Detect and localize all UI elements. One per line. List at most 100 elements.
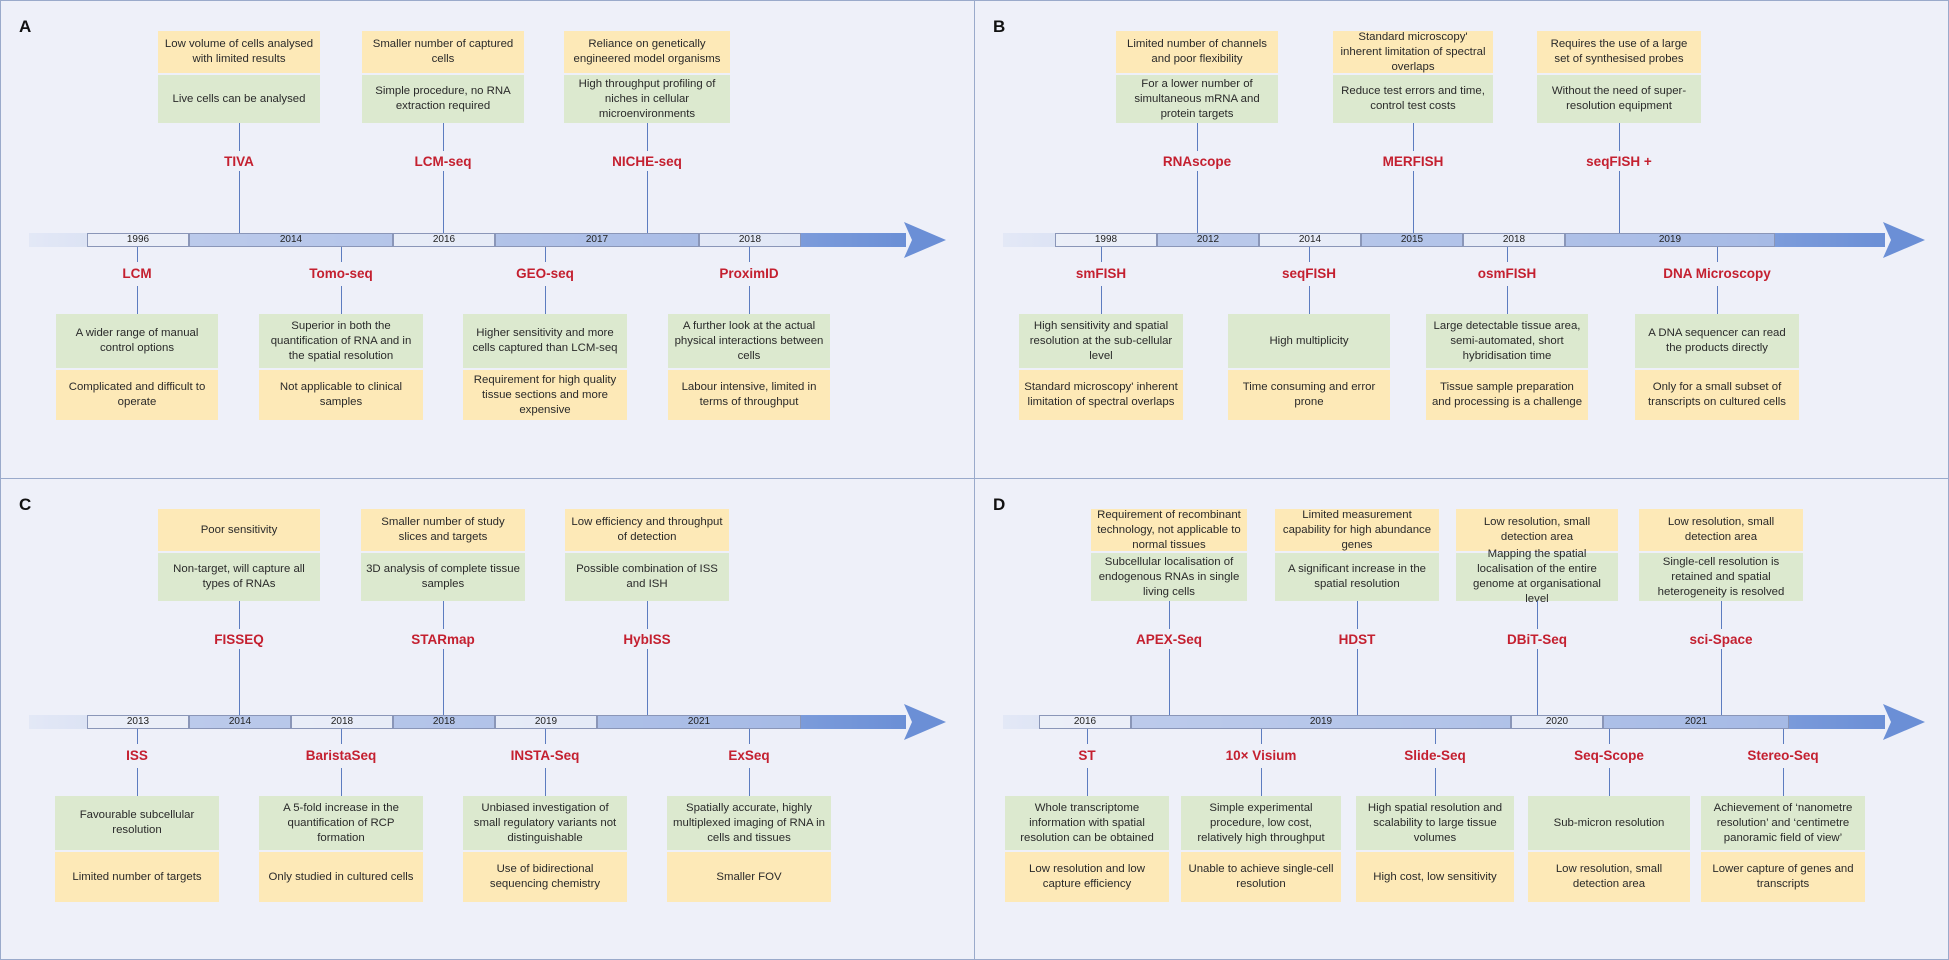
- connector-line: [1169, 649, 1170, 715]
- technique-name: FISSEQ: [214, 632, 264, 647]
- technique-name: smFISH: [1075, 266, 1127, 281]
- timeline-year: 1998: [1055, 233, 1157, 247]
- technique-name: GEO-seq: [516, 266, 574, 281]
- technique-name: seqFISH +: [1586, 154, 1652, 169]
- timeline-year: 2019: [495, 715, 597, 729]
- connector-line: [1261, 729, 1262, 744]
- advantage-box: High throughput profiling of niches in c…: [564, 75, 730, 123]
- advantage-box: A wider range of manual control options: [56, 314, 218, 368]
- connector-line: [137, 286, 138, 314]
- connector-line: [1507, 286, 1508, 314]
- technique-name: LCM-seq: [414, 154, 472, 169]
- technique-name: INSTA-Seq: [510, 748, 580, 763]
- timeline-year: 2018: [699, 233, 801, 247]
- connector-line: [647, 601, 648, 629]
- timeline-year: 2021: [1603, 715, 1789, 729]
- connector-line: [239, 171, 240, 233]
- advantage-box: A significant increase in the spatial re…: [1275, 553, 1439, 601]
- advantage-box: High sensitivity and spatial resolution …: [1019, 314, 1183, 368]
- connector-line: [1721, 601, 1722, 629]
- advantage-box: Unbiased investigation of small regulato…: [463, 796, 627, 850]
- technique-name: HybISS: [623, 632, 671, 647]
- advantage-box: Whole transcriptome information with spa…: [1005, 796, 1169, 850]
- technique-name: HDST: [1338, 632, 1376, 647]
- connector-line: [1537, 649, 1538, 715]
- connector-line: [137, 768, 138, 796]
- advantage-box: Spatially accurate, highly multiplexed i…: [667, 796, 831, 850]
- timeline-year: 2018: [393, 715, 495, 729]
- advantage-box: Non-target, will capture all types of RN…: [158, 553, 320, 601]
- limitation-box: Not applicable to clinical samples: [259, 370, 423, 420]
- connector-line: [1537, 601, 1538, 629]
- limitation-box: Complicated and difficult to operate: [56, 370, 218, 420]
- connector-line: [137, 247, 138, 262]
- limitation-box: Requires the use of a large set of synth…: [1537, 31, 1701, 73]
- connector-line: [341, 768, 342, 796]
- connector-line: [1717, 286, 1718, 314]
- connector-line: [1357, 601, 1358, 629]
- advantage-box: Possible combination of ISS and ISH: [565, 553, 729, 601]
- limitation-box: Low volume of cells analysed with limite…: [158, 31, 320, 73]
- timeline-year: 2018: [291, 715, 393, 729]
- technique-name: DBiT-Seq: [1506, 632, 1567, 647]
- advantage-box: Achievement of ‘nanometre resolution’ an…: [1701, 796, 1865, 850]
- connector-line: [1413, 123, 1414, 151]
- timeline-year: 2013: [87, 715, 189, 729]
- limitation-box: Limited number of targets: [55, 852, 219, 902]
- timeline-year: 2019: [1565, 233, 1775, 247]
- advantage-box: Mapping the spatial localisation of the …: [1456, 548, 1618, 605]
- connector-line: [443, 649, 444, 715]
- timeline-year: 2016: [1039, 715, 1131, 729]
- connector-line: [749, 247, 750, 262]
- panel-label: C: [19, 495, 32, 514]
- limitation-box: Low resolution, small detection area: [1456, 509, 1618, 551]
- connector-line: [1101, 286, 1102, 314]
- timeline-year: 2020: [1511, 715, 1603, 729]
- timeline-year: 2021: [597, 715, 801, 729]
- connector-line: [239, 601, 240, 629]
- connector-line: [1169, 601, 1170, 629]
- limitation-box: Low efficiency and throughput of detecti…: [565, 509, 729, 551]
- advantage-box: Large detectable tissue area, semi-autom…: [1426, 314, 1588, 368]
- timeline-year: 2014: [189, 233, 393, 247]
- technique-name: APEX-Seq: [1135, 632, 1203, 647]
- connector-line: [1413, 171, 1414, 233]
- technique-name: NICHE-seq: [612, 154, 682, 169]
- timeline-year: 2018: [1463, 233, 1565, 247]
- connector-line: [1609, 729, 1610, 744]
- timeline-year: 2019: [1131, 715, 1511, 729]
- limitation-box: Smaller number of captured cells: [362, 31, 524, 73]
- advantage-box: High multiplicity: [1228, 314, 1390, 368]
- connector-line: [1783, 768, 1784, 796]
- limitation-box: High cost, low sensitivity: [1356, 852, 1514, 902]
- limitation-box: Limited number of channels and poor flex…: [1116, 31, 1278, 73]
- technique-name: MERFISH: [1382, 154, 1444, 169]
- limitation-box: Low resolution, small detection area: [1639, 509, 1803, 551]
- connector-line: [1197, 171, 1198, 233]
- advantage-box: A 5-fold increase in the quantification …: [259, 796, 423, 850]
- connector-line: [545, 729, 546, 744]
- technique-name: BaristaSeq: [305, 748, 377, 763]
- connector-line: [1435, 729, 1436, 744]
- limitation-box: Requirement of recombinant technology, n…: [1091, 509, 1247, 551]
- timeline-year: 2015: [1361, 233, 1463, 247]
- connector-line: [1197, 123, 1198, 151]
- advantage-box: A DNA sequencer can read the products di…: [1635, 314, 1799, 368]
- advantage-box: Superior in both the quantification of R…: [259, 314, 423, 368]
- connector-line: [1435, 768, 1436, 796]
- connector-line: [1357, 649, 1358, 715]
- connector-line: [749, 729, 750, 744]
- advantage-box: Higher sensitivity and more cells captur…: [463, 314, 627, 368]
- limitation-box: Only for a small subset of transcripts o…: [1635, 370, 1799, 420]
- limitation-box: Reliance on genetically engineered model…: [564, 31, 730, 73]
- limitation-box: Low resolution and low capture efficienc…: [1005, 852, 1169, 902]
- limitation-box: Unable to achieve single-cell resolution: [1181, 852, 1341, 902]
- connector-line: [545, 768, 546, 796]
- panel-label: B: [993, 17, 1006, 36]
- panel-label: D: [993, 495, 1006, 514]
- limitation-box: Poor sensitivity: [158, 509, 320, 551]
- connector-line: [1507, 247, 1508, 262]
- panel-label: A: [19, 17, 32, 36]
